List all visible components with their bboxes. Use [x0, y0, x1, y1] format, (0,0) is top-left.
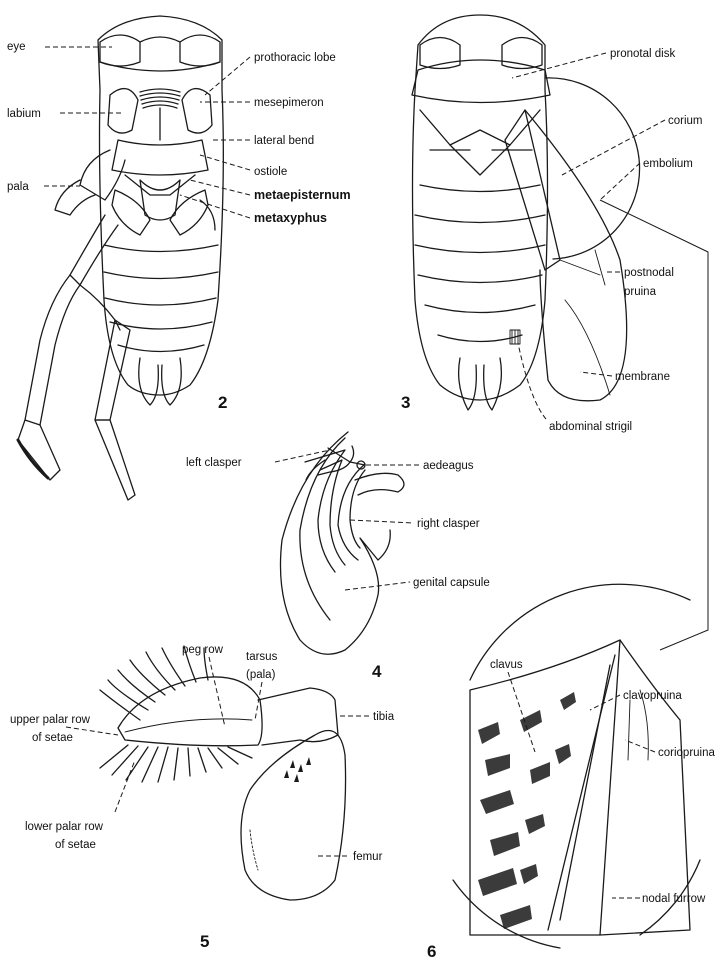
- figure-number-2: 2: [218, 393, 227, 412]
- label-metaepisternum: metaepisternum: [254, 188, 351, 202]
- label-aedeagus: aedeagus: [423, 460, 474, 472]
- label-metaxyphus: metaxyphus: [254, 211, 327, 225]
- label-tarsus-line1: tarsus: [246, 651, 278, 663]
- label-tibia: tibia: [373, 711, 395, 723]
- figure-number-6: 6: [427, 942, 436, 961]
- label-membrane: membrane: [615, 371, 670, 383]
- label-lateral-bend: lateral bend: [254, 135, 314, 147]
- label-tarsus-line2: (pala): [246, 669, 276, 681]
- label-peg-row: peg row: [182, 644, 224, 656]
- label-eye: eye: [7, 41, 26, 53]
- label-clavopruina: clavopruina: [623, 690, 682, 702]
- fig6-leader-lines: [508, 672, 655, 898]
- label-postnodal-line2: pruina: [624, 286, 657, 298]
- label-upper-palar-line2: of setae: [32, 732, 73, 744]
- label-clavus: clavus: [490, 659, 523, 671]
- label-lower-palar-line2: of setae: [55, 839, 96, 851]
- label-right-clasper: right clasper: [417, 518, 480, 530]
- label-corium: corium: [668, 115, 703, 127]
- label-labium: labium: [7, 108, 41, 120]
- label-postnodal-line1: postnodal: [624, 267, 674, 279]
- label-lower-palar-line1: lower palar row: [25, 821, 104, 833]
- label-embolium: embolium: [643, 158, 693, 170]
- label-prothoracic-lobe: prothoracic lobe: [254, 52, 336, 64]
- label-abdominal-strigil: abdominal strigil: [549, 421, 632, 433]
- label-ostiole: ostiole: [254, 166, 287, 178]
- label-left-clasper: left clasper: [186, 457, 242, 469]
- fig2-ventral-view-drawing: [18, 16, 223, 500]
- fig4-leader-lines: [275, 450, 420, 590]
- fig5-foreleg-drawing: [100, 646, 346, 900]
- label-upper-palar-line1: upper palar row: [10, 714, 91, 726]
- figure-number-3: 3: [401, 393, 410, 412]
- label-genital-capsule: genital capsule: [413, 577, 490, 589]
- figure-number-4: 4: [372, 662, 382, 681]
- label-coriopruina: coriopruina: [658, 747, 715, 759]
- label-mesepimeron: mesepimeron: [254, 97, 324, 109]
- label-femur: femur: [353, 851, 383, 863]
- label-pronotal-disk: pronotal disk: [610, 48, 675, 60]
- label-pala: pala: [7, 181, 29, 193]
- figure-number-5: 5: [200, 932, 209, 951]
- fig5-leader-lines: [66, 657, 370, 856]
- label-nodal-furrow: nodal furrow: [642, 893, 706, 905]
